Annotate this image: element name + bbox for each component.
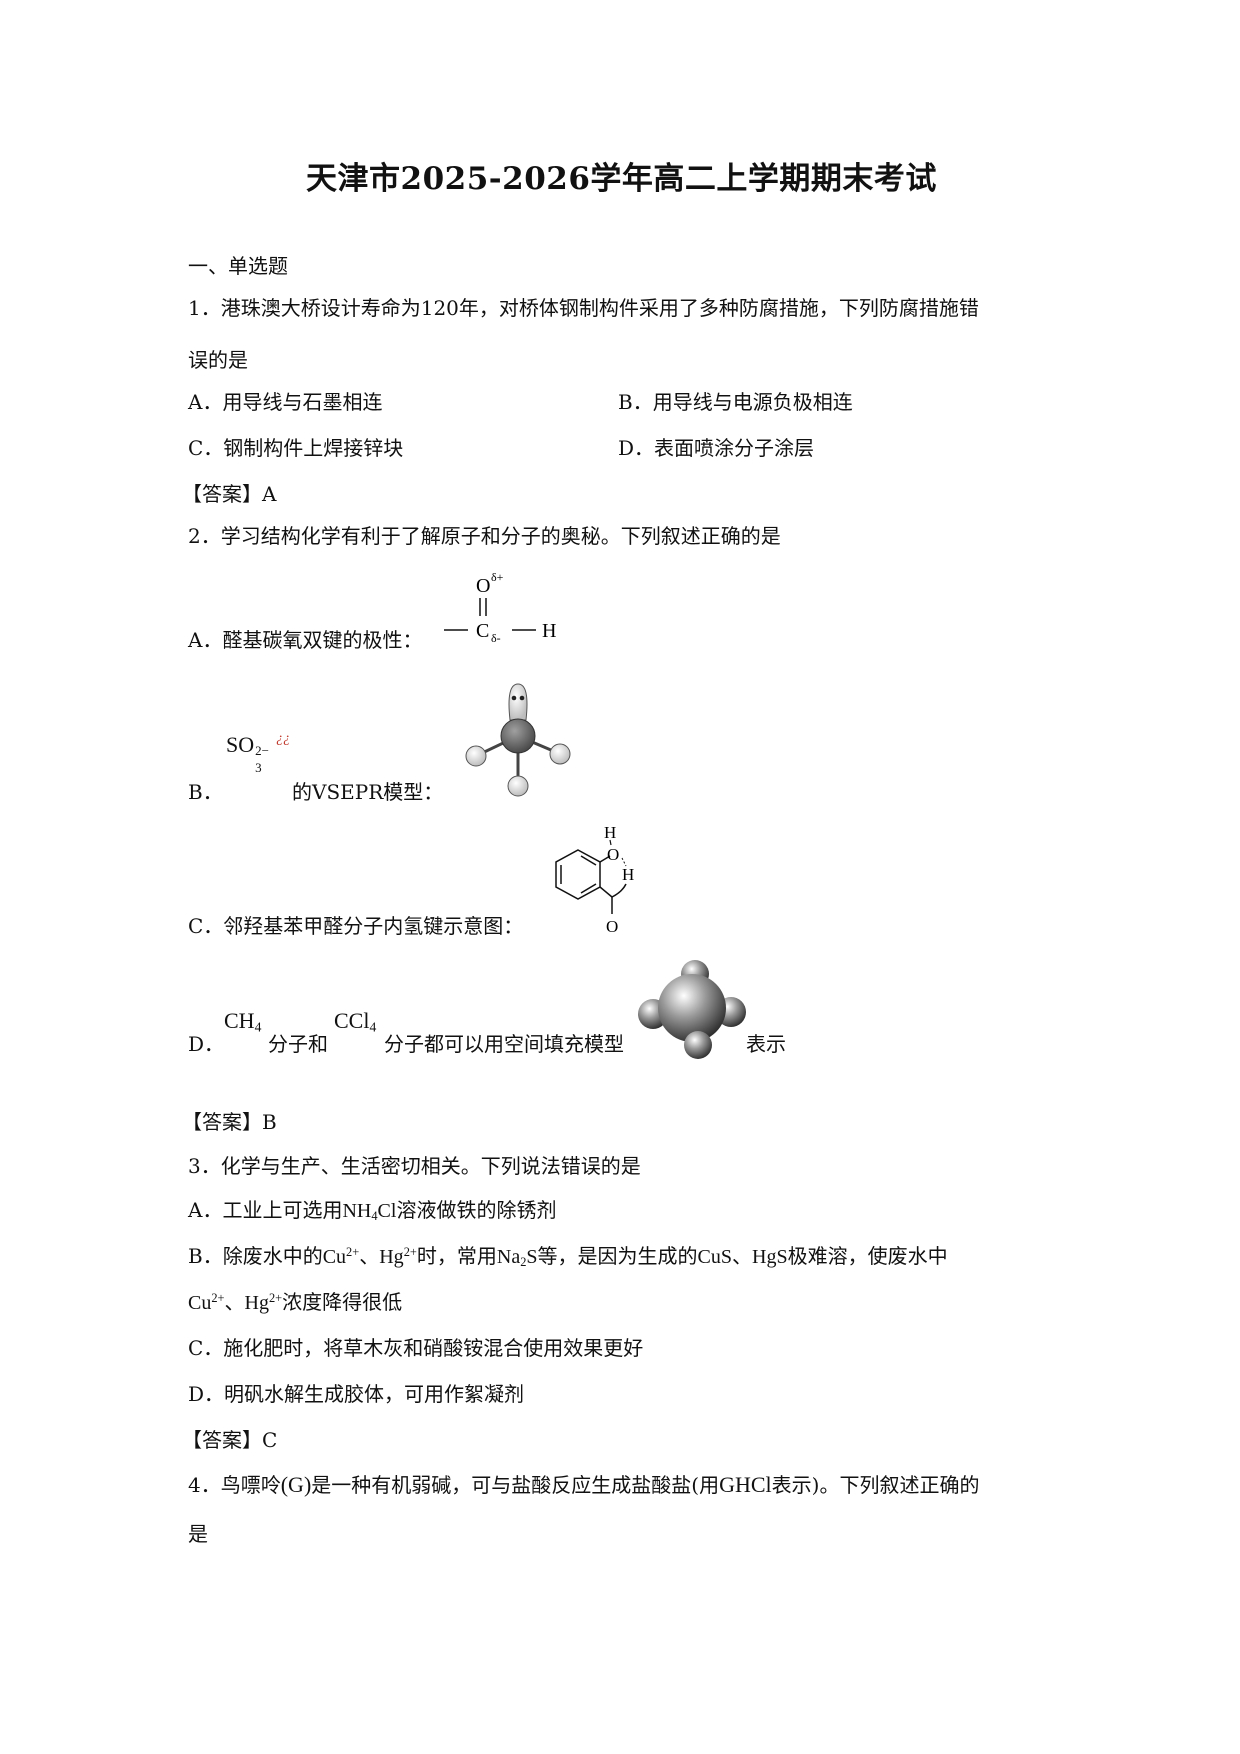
figure-atom-c: C <box>476 620 489 642</box>
q3-option-d: D．明矾水解生成胶体，可用作絮凝剂 <box>188 1382 525 1406</box>
q2-option-b-label: B． <box>188 780 223 804</box>
figure-charge-o: δ+ <box>491 570 504 584</box>
q3-option-b-line1: B．除废水中的Cu2+、Hg2+时，常用Na2S等，是因为生成的CuS、HgS极… <box>188 1244 948 1270</box>
q1-stem-line1: 1．港珠澳大桥设计寿命为120年，对桥体钢制构件采用了多种防腐措施，下列防腐措施… <box>188 296 979 320</box>
q2-option-a: A．醛基碳氧双键的极性： <box>188 628 423 652</box>
page-title: 天津市2025-2026学年高二上学期期末考试 <box>306 161 937 197</box>
q1-stem-line2: 误的是 <box>188 348 248 372</box>
q2-option-c: C．邻羟基苯甲醛分子内氢键示意图： <box>188 914 524 938</box>
q2-answer: 【答案】B <box>182 1110 277 1134</box>
figure-atom-o2: O <box>606 917 618 936</box>
q1-answer: 【答案】A <box>182 482 277 506</box>
q1-option-a: A．用导线与石墨相连 <box>188 390 383 414</box>
figure-atom-h2: H <box>622 865 634 884</box>
q1-option-d: D．表面喷涂分子涂层 <box>618 436 815 460</box>
q3-option-b-line2: Cu2+、Hg2+浓度降得很低 <box>188 1290 403 1314</box>
figure-charge-c: δ- <box>491 631 501 645</box>
q4-stem-line2: 是 <box>188 1522 208 1546</box>
q2-option-d-text: 分子都可以用空间填充模型 <box>384 1032 624 1056</box>
q3-option-c: C．施化肥时，将草木灰和硝酸铵混合使用效果更好 <box>188 1336 644 1360</box>
space-filling-model-figure <box>638 960 746 1059</box>
q2-option-d-tail: 表示 <box>746 1032 786 1056</box>
q1-option-b: B．用导线与电源负极相连 <box>618 390 853 414</box>
vsepr-model-figure <box>465 683 571 797</box>
figure-atom-h: H <box>542 620 556 642</box>
ccl4-formula: CCl4 <box>334 1008 377 1035</box>
hydroxybenzaldehyde-figure: H O H O <box>555 823 634 936</box>
aldehyde-polarity-figure: O δ+ C δ- H <box>444 570 556 645</box>
q3-answer: 【答案】C <box>182 1428 278 1452</box>
figure-atom-h1: H <box>604 823 616 842</box>
q1-option-c: C．钢制构件上焊接锌块 <box>188 436 404 460</box>
q4-stem-line1: 4．鸟嘌呤(G)是一种有机弱碱，可与盐酸反应生成盐酸盐(用GHCl表示)。下列叙… <box>188 1472 980 1497</box>
q2-option-d-mid: 分子和 <box>268 1032 328 1056</box>
q3-stem: 3．化学与生产、生活密切相关。下列说法错误的是 <box>188 1154 641 1178</box>
figure-atom-o1: O <box>607 845 619 864</box>
q3-option-a: A．工业上可选用NH4Cl溶液做铁的除锈剂 <box>188 1198 557 1224</box>
section-heading: 一、单选题 <box>188 254 288 278</box>
q2-option-d-label: D． <box>188 1032 225 1056</box>
q2-option-b-text: 的VSEPR模型： <box>292 780 444 804</box>
methane-formula: CH4 <box>224 1008 262 1035</box>
q2-stem: 2．学习结构化学有利于了解原子和分子的奥秘。下列叙述正确的是 <box>188 524 781 548</box>
figure-atom-o: O <box>476 575 490 597</box>
